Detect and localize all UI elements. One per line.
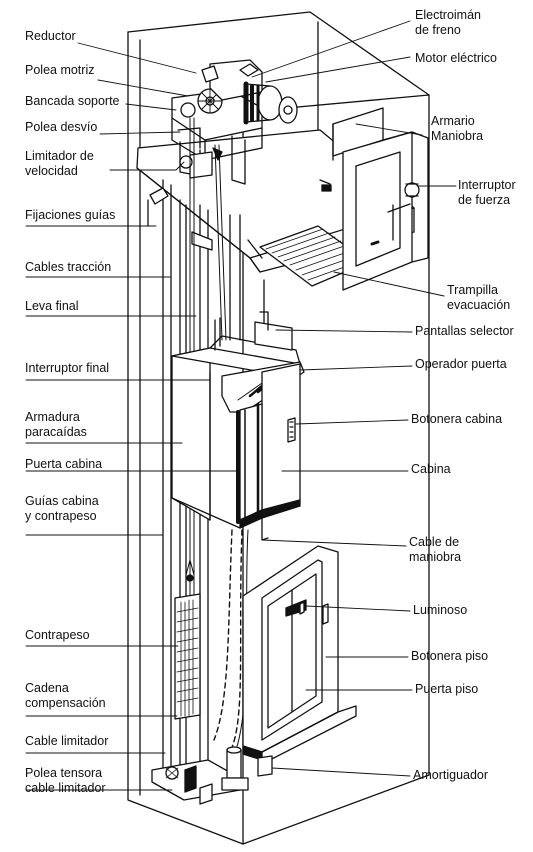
label-polea-tensora: Polea tensora cable limitador — [25, 766, 106, 795]
label-pantallas-selector: Pantallas selector — [415, 324, 514, 338]
label-reductor: Reductor — [25, 29, 76, 43]
traction-machine — [171, 59, 298, 185]
label-polea-desvio: Polea desvío — [25, 120, 98, 134]
label-limitador-velocidad: Limitador de velocidad — [25, 149, 94, 178]
label-puerta-piso: Puerta piso — [415, 682, 479, 696]
label-cable-maniobra: Cable de maniobra — [409, 535, 462, 564]
label-motor-electrico: Motor eléctrico — [415, 51, 497, 65]
label-cable-limitador: Cable limitador — [25, 734, 109, 748]
label-electroiman-freno: Electroimán de freno — [415, 8, 481, 37]
label-trampilla-evacuacion: Trampilla evacuación — [447, 283, 511, 312]
label-puerta-cabina: Puerta cabina — [25, 457, 103, 471]
label-botonera-piso: Botonera piso — [411, 649, 489, 663]
label-polea-motriz: Polea motriz — [25, 63, 95, 77]
label-interruptor-fuerza: Interruptor de fuerza — [458, 178, 516, 207]
label-cables-traccion: Cables tracción — [25, 260, 112, 274]
label-guias-cabina: Guías cabina y contrapeso — [25, 494, 99, 523]
label-leva-final: Leva final — [25, 299, 79, 313]
control-cabinet — [332, 107, 429, 291]
elevator-car — [171, 311, 305, 541]
label-botonera-cabina: Botonera cabina — [411, 412, 503, 426]
label-armario-maniobra: Armario Maniobra — [431, 114, 484, 143]
label-operador-puerta: Operador puerta — [415, 357, 507, 371]
label-interruptor-final: Interruptor final — [25, 361, 110, 375]
label-fijaciones-guias: Fijaciones guías — [25, 208, 116, 222]
pit-equipment — [151, 746, 273, 805]
label-luminoso: Luminoso — [413, 603, 468, 617]
compensation-chain — [213, 529, 243, 753]
label-cabina: Cabina — [411, 462, 451, 476]
label-amortiguador: Amortiguador — [413, 768, 489, 782]
label-contrapeso: Contrapeso — [25, 628, 90, 642]
counterweight — [174, 559, 201, 720]
label-cadena-compensacion: Cadena compensación — [25, 681, 106, 710]
label-bancada-soporte: Bancada soporte — [25, 94, 120, 108]
leader-lines — [25, 20, 457, 791]
label-armadura-paracaidas: Armadura paracaídas — [25, 410, 87, 439]
landing-door — [242, 545, 357, 765]
